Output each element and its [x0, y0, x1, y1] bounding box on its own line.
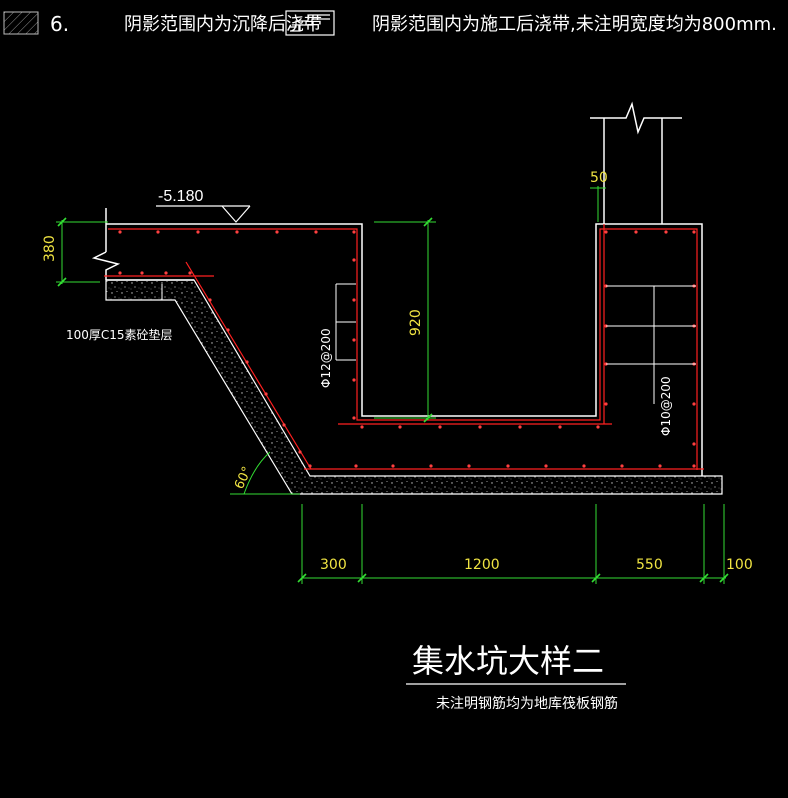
header-notes: 6. 阴影范围内为沉降后浇带 阴影范围内为施工后浇带,未注明宽度均为800mm. [3, 10, 777, 36]
note-settlement-band: 阴影范围内为沉降后浇带 [124, 14, 322, 35]
note-item-number: 6. [50, 12, 69, 36]
rebar-dots [118, 230, 696, 468]
pit-outline [91, 101, 703, 476]
dim-bottom-2: 1200 [464, 557, 500, 573]
cushion-label: 100厚C15素砼垫层 [66, 327, 173, 342]
elevation-label: -5.180 [158, 188, 203, 205]
hatch-legend-icon [3, 11, 39, 35]
break-mark-top [590, 101, 682, 135]
dim-bottom-4: 100 [726, 557, 753, 573]
left-wall-rebar-label: Φ12@200 [319, 328, 333, 388]
concrete-cushion [105, 279, 723, 495]
dim-left-height: 380 [42, 235, 58, 262]
cushion-polygon [105, 279, 723, 495]
elevation-marker: -5.180 [156, 188, 251, 223]
settlement-band-icon [285, 10, 335, 36]
title-block: 集水坑大样二 未注明钢筋均为地库筏板钢筋 [406, 642, 626, 712]
dim-top-wall: 50 [590, 170, 608, 186]
break-mark-left [91, 251, 121, 280]
dimension-ticks [57, 217, 729, 583]
slope-angle-label: 60° [232, 464, 255, 491]
dim-bottom-3: 550 [636, 557, 663, 573]
dim-bottom-1: 300 [320, 557, 347, 573]
note-construction-band: 阴影范围内为施工后浇带,未注明宽度均为800mm. [372, 14, 777, 35]
drawing-title: 集水坑大样二 [412, 642, 604, 680]
elevation-triangle-icon [221, 205, 251, 223]
pit-outline-line [106, 223, 703, 476]
rebar-lines [104, 224, 704, 470]
rebar-outer [108, 228, 698, 470]
rebar-slope [185, 261, 312, 470]
dim-pit-depth: 920 [408, 309, 424, 336]
dimension-lines [56, 186, 726, 584]
right-wall-rebar-label: Φ10@200 [659, 376, 673, 436]
drawing-subtitle: 未注明钢筋均为地库筏板钢筋 [436, 695, 618, 712]
rebar-leaders [161, 283, 696, 404]
